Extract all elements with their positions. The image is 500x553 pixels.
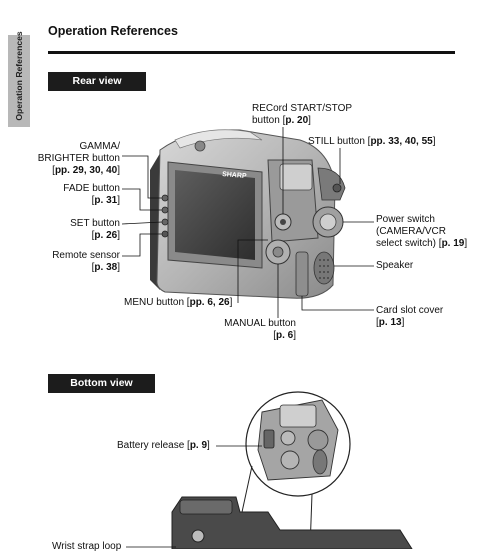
label-card-slot: Card slot cover [p. 13] <box>376 305 444 328</box>
label-speaker: Speaker <box>376 260 414 271</box>
top-dial-icon <box>194 140 206 152</box>
label-wrist-strap: Wrist strap loop <box>52 541 122 552</box>
label-gamma: GAMMA/ BRIGHTER button [pp. 29, 30, 40] <box>37 141 120 176</box>
bottom-view-heading: Bottom view <box>48 374 155 393</box>
leader-lines <box>121 127 374 318</box>
label-fade: FADE button [p. 31] <box>63 183 120 206</box>
still-button-icon <box>332 183 342 193</box>
brand-logo: SHARP <box>222 171 247 180</box>
rear-view-heading: Rear view <box>48 72 146 91</box>
label-menu: MENU button [pp. 6, 26] <box>124 297 233 308</box>
title-rule <box>48 51 455 54</box>
label-power: Power switch (CAMERA/VCR select switch) … <box>376 214 468 249</box>
side-tab: Operation References <box>8 31 30 127</box>
bottom-screw-icon <box>191 529 205 543</box>
page-title: Operation References <box>48 24 178 38</box>
label-set: SET button [p. 26] <box>70 218 120 241</box>
label-still: STILL button [pp. 33, 40, 55] <box>308 136 436 147</box>
viewfinder-icon <box>279 163 313 191</box>
battery-release-icon <box>263 429 275 449</box>
label-remote: Remote sensor [p. 38] <box>52 250 120 273</box>
lcd-screen <box>175 170 255 260</box>
label-record: RECord START/STOP button [p. 20] <box>252 103 353 126</box>
label-manual: MANUAL button [p. 6] <box>224 318 296 341</box>
label-battery-release: Battery release [p. 9] <box>117 440 210 451</box>
